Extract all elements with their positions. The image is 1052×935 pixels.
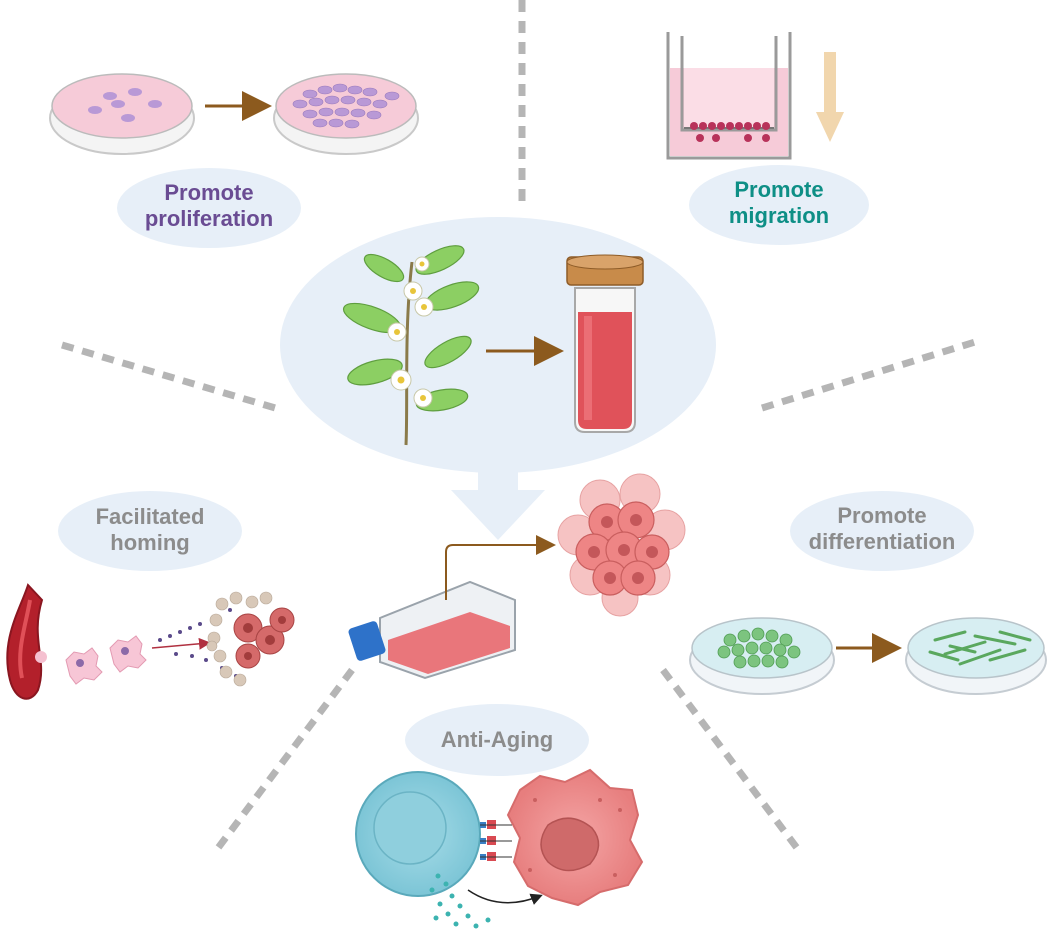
homing-arrow <box>151 637 211 650</box>
differentiation-label: Promote differentiation <box>790 503 974 555</box>
proliferation-bubble <box>117 168 301 248</box>
cell-cluster-icon <box>557 473 686 617</box>
extract-vial-icon <box>566 254 644 433</box>
transwell-icon <box>666 32 844 160</box>
receptor-links <box>480 820 512 861</box>
divider-lower-left <box>212 667 355 855</box>
flask-to-cluster-arrow <box>445 535 556 600</box>
homing-stem-cells <box>65 635 147 685</box>
dashed-dividers <box>61 0 977 855</box>
proliferation-line2: proliferation <box>144 206 274 231</box>
proliferation-label: Promote proliferation <box>117 180 301 232</box>
migration-bubble <box>689 165 869 245</box>
divider-upper-right <box>760 338 977 412</box>
divider-upper-left <box>61 341 283 414</box>
petri-dish-icon <box>689 617 835 695</box>
anti-aging-label: Anti-Aging <box>405 727 589 753</box>
homing-line2: homing <box>110 530 190 555</box>
migration-line1: Promote <box>734 177 824 202</box>
homing-damaged-tissue <box>206 591 295 687</box>
homing-label: Facilitated homing <box>58 504 242 556</box>
central-down-arrow <box>451 465 545 540</box>
proliferation-petri-dishes <box>49 73 419 155</box>
migration-line2: migration <box>728 203 830 228</box>
petri-dish-icon <box>905 617 1047 695</box>
divider-lower-right <box>660 667 803 855</box>
anti-aging-arrow <box>467 889 543 905</box>
petri-dish-icon <box>273 73 419 155</box>
homing-line1: Facilitated <box>95 504 205 529</box>
anti-aging-bubble <box>405 704 589 776</box>
petri-dish-icon <box>49 73 195 155</box>
down-arrow-icon <box>816 52 844 142</box>
stem-cell-icon <box>355 771 481 897</box>
tea-plant-icon <box>342 245 480 446</box>
senescent-cell-icon <box>506 768 644 907</box>
culture-flask-icon <box>348 580 516 680</box>
migration-label: Promote migration <box>689 177 869 229</box>
proliferation-line1: Promote <box>164 180 254 205</box>
differentiation-line1: Promote <box>837 503 927 528</box>
differentiation-line2: differentiation <box>808 529 956 554</box>
central-bubble <box>280 217 716 473</box>
blood-vessel-icon <box>6 583 47 700</box>
secretome-particles <box>429 873 491 929</box>
homing-bubble <box>58 491 242 571</box>
anti-aging-line1: Anti-Aging <box>440 727 554 752</box>
differentiation-bubble <box>790 491 974 571</box>
